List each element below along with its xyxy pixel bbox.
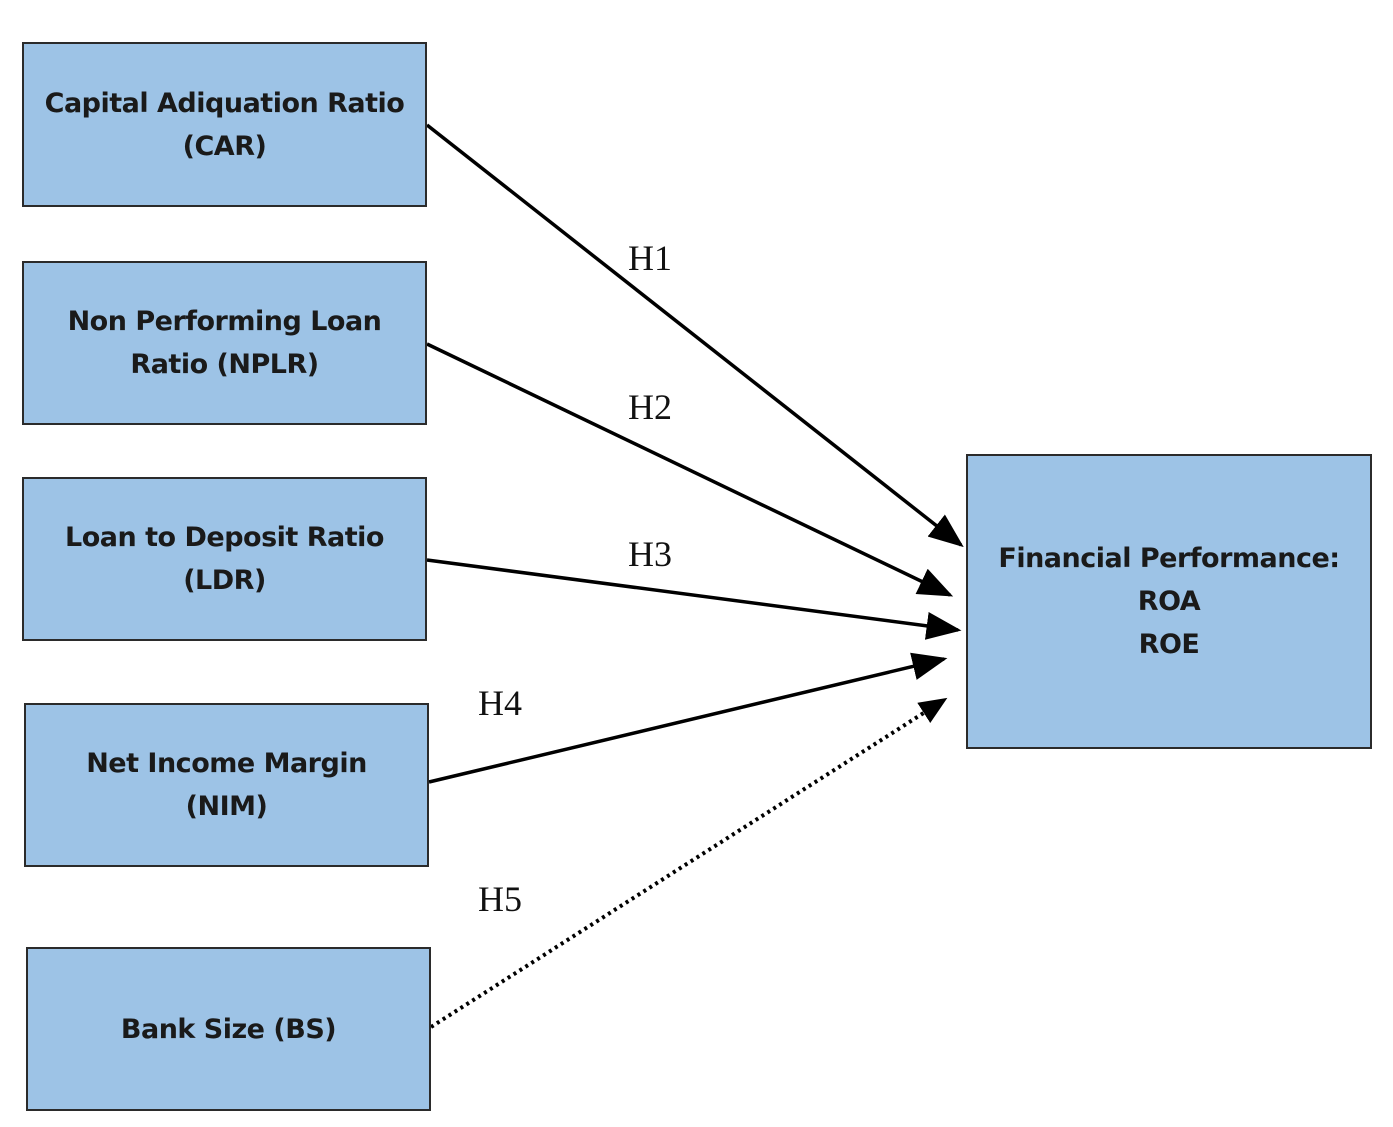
- financial-performance-box: Financial Performance: ROA ROE: [966, 454, 1372, 749]
- hypothesis-label-h1: H1: [628, 238, 672, 278]
- car-box-line1: Capital Adiquation Ratio: [44, 87, 405, 119]
- fp-box-line1: Financial Performance:: [998, 543, 1340, 574]
- car-box: Capital Adiquation Ratio (CAR): [22, 42, 427, 207]
- ldr-box: Loan to Deposit Ratio (LDR): [22, 477, 427, 641]
- fp-box-line3: ROE: [1138, 629, 1200, 660]
- nim-box-line2: (NIM): [185, 791, 268, 822]
- nplr-box-line1: Non Performing Loan: [67, 306, 382, 337]
- hypothesis-label-h2: H2: [628, 387, 672, 427]
- arrow-h2: [426, 342, 954, 597]
- nplr-box: Non Performing Loan Ratio (NPLR): [22, 261, 427, 425]
- fp-box-line2: ROA: [1137, 586, 1201, 617]
- nim-box-line1: Net Income Margin: [86, 748, 367, 779]
- hypothesis-label-h5: H5: [478, 879, 522, 919]
- hypothesis-label-h4: H4: [478, 683, 522, 723]
- arrow-h5: [429, 697, 948, 1029]
- ldr-box-line2: (LDR): [183, 565, 266, 596]
- arrow-h3: [426, 558, 962, 640]
- nim-box: Net Income Margin (NIM): [24, 703, 429, 867]
- arrow-h1: [425, 123, 964, 548]
- bs-box-line1: Bank Size (BS): [120, 1013, 337, 1045]
- bs-box: Bank Size (BS): [26, 947, 431, 1111]
- hypothesis-label-h3: H3: [628, 534, 672, 574]
- ldr-box-line1: Loan to Deposit Ratio: [65, 522, 384, 553]
- car-box-line2: (CAR): [182, 130, 267, 162]
- nplr-box-line2: Ratio (NPLR): [130, 349, 319, 380]
